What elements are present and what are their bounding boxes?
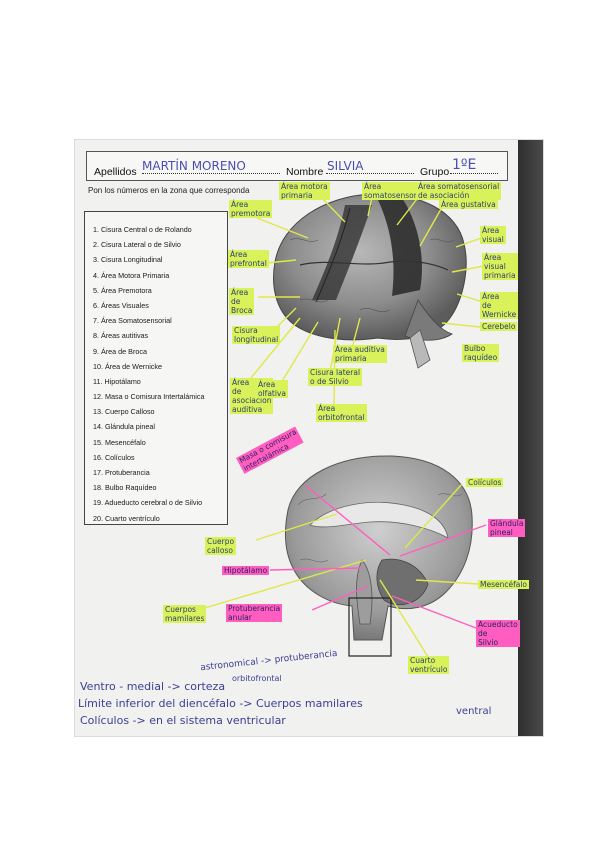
label-area-asociacion-somatosensorial: Área somatosensorial de asociación bbox=[416, 182, 502, 200]
label-area-somatosensorial: Área somatosensorial bbox=[362, 182, 428, 200]
label-area-wernicke: Área de Wernicke bbox=[480, 292, 519, 319]
grupo-label: Grupo bbox=[420, 166, 450, 178]
apellidos-dots bbox=[142, 173, 280, 174]
apellidos-value: MARTÍN MORENO bbox=[142, 159, 246, 173]
note-line-2: Límite inferior del diencéfalo -> Cuerpo… bbox=[78, 697, 363, 710]
nombre-label: Nombre bbox=[286, 166, 324, 178]
label-coliculos: Colículos bbox=[466, 478, 504, 487]
list-item: 11. Hipotálamo bbox=[93, 376, 141, 386]
list-item: 3. Cisura Longitudinal bbox=[93, 255, 163, 265]
desk-edge bbox=[518, 140, 543, 736]
list-item: 19. Adueducto cerebral o de Silvio bbox=[93, 498, 203, 508]
label-area-auditiva-primaria: Área auditiva primaria bbox=[333, 345, 387, 363]
label-cuerpo-calloso: Cuerpo calloso bbox=[205, 537, 237, 555]
label-acueducto-silvio: Acueducto de Silvio bbox=[476, 620, 520, 647]
label-area-orbitofrontal: Área orbitofrontal bbox=[316, 404, 367, 422]
label-cuerpos-mamilares: Cuerpos mamilares bbox=[163, 605, 207, 623]
note-line-1: Ventro - medial -> corteza bbox=[80, 680, 226, 693]
note-line-1b: orbitofrontal bbox=[232, 674, 282, 683]
grupo-dots bbox=[450, 173, 498, 174]
list-item: 20. Cuarto ventrículo bbox=[93, 513, 160, 523]
label-cuarto-ventriculo: Cuarto ventrículo bbox=[408, 656, 450, 674]
label-area-visual: Área visual bbox=[480, 226, 506, 244]
label-area-premotora: Área premotora bbox=[229, 200, 273, 218]
list-item: 13. Cuerpo Calloso bbox=[93, 407, 155, 417]
note-line-2b: ventral bbox=[456, 706, 492, 717]
list-item: 18. Bulbo Raquídeo bbox=[93, 483, 157, 493]
list-item: 15. Mesencéfalo bbox=[93, 437, 146, 447]
list-item: 1. Cisura Central o de Rolando bbox=[93, 225, 192, 234]
note-line-3: Colículos -> en el sistema ventricular bbox=[80, 714, 286, 727]
list-item: 16. Colículos bbox=[93, 452, 135, 462]
list-item: 6. Áreas Visuales bbox=[93, 300, 149, 310]
list-item: 10. Área de Wernicke bbox=[93, 361, 162, 371]
nombre-value: SILVIA bbox=[327, 159, 364, 173]
list-item: 8. Áreas autitivas bbox=[93, 331, 149, 341]
list-item: 7. Área Somatosensorial bbox=[93, 316, 172, 326]
list-item: 12. Masa o Comisura Intertalámica bbox=[93, 392, 205, 402]
list-item: 17. Protuberancia bbox=[93, 468, 150, 477]
label-area-broca: Área de Broca bbox=[229, 288, 255, 315]
list-item: 14. Glándula pineal bbox=[93, 422, 155, 432]
list-item: 2. Cisura Lateral o de Silvio bbox=[93, 240, 181, 250]
label-cisura-longitudinal: Cisura longitudinal bbox=[232, 326, 281, 344]
terms-list-box: 1. Cisura Central o de Rolando 2. Cisura… bbox=[84, 211, 228, 525]
list-item: 9. Área de Broca bbox=[93, 346, 147, 356]
label-area-motora: Área motora primaria bbox=[279, 182, 330, 200]
label-area-visual-primaria: Área visual primaria bbox=[482, 253, 518, 280]
list-item: 5. Área Premotora bbox=[93, 285, 152, 295]
grupo-value: 1ºE bbox=[452, 157, 477, 173]
label-area-gustativa: Área gustativa bbox=[439, 200, 498, 209]
label-bulbo-raquideo-lateral: Bulbo raquídeo bbox=[462, 344, 500, 362]
label-protuberancia-anular: Protuberancia anular bbox=[226, 604, 283, 622]
terms-list: 1. Cisura Central o de Rolando 2. Cisura… bbox=[85, 212, 227, 526]
label-glandula-pineal: Glándula pineal bbox=[488, 519, 526, 537]
list-item: 4. Área Motora Primaria bbox=[93, 270, 170, 280]
label-cisura-lateral: Cisura lateral o de Silvio bbox=[308, 368, 363, 386]
label-area-olfativa: Área olfativa bbox=[256, 380, 288, 398]
label-area-prefrontal: Área prefrontal bbox=[228, 250, 269, 268]
apellidos-label: Apellidos bbox=[94, 166, 137, 178]
nombre-dots bbox=[326, 173, 414, 174]
instruction-text: Pon los números en la zona que correspon… bbox=[88, 186, 250, 195]
label-mesencefalo: Mesencéfalo bbox=[478, 580, 530, 589]
header-box bbox=[86, 151, 508, 181]
label-cerebelo: Cerebelo bbox=[480, 322, 518, 331]
label-hipotalamo: Hipotálamo bbox=[222, 566, 270, 575]
